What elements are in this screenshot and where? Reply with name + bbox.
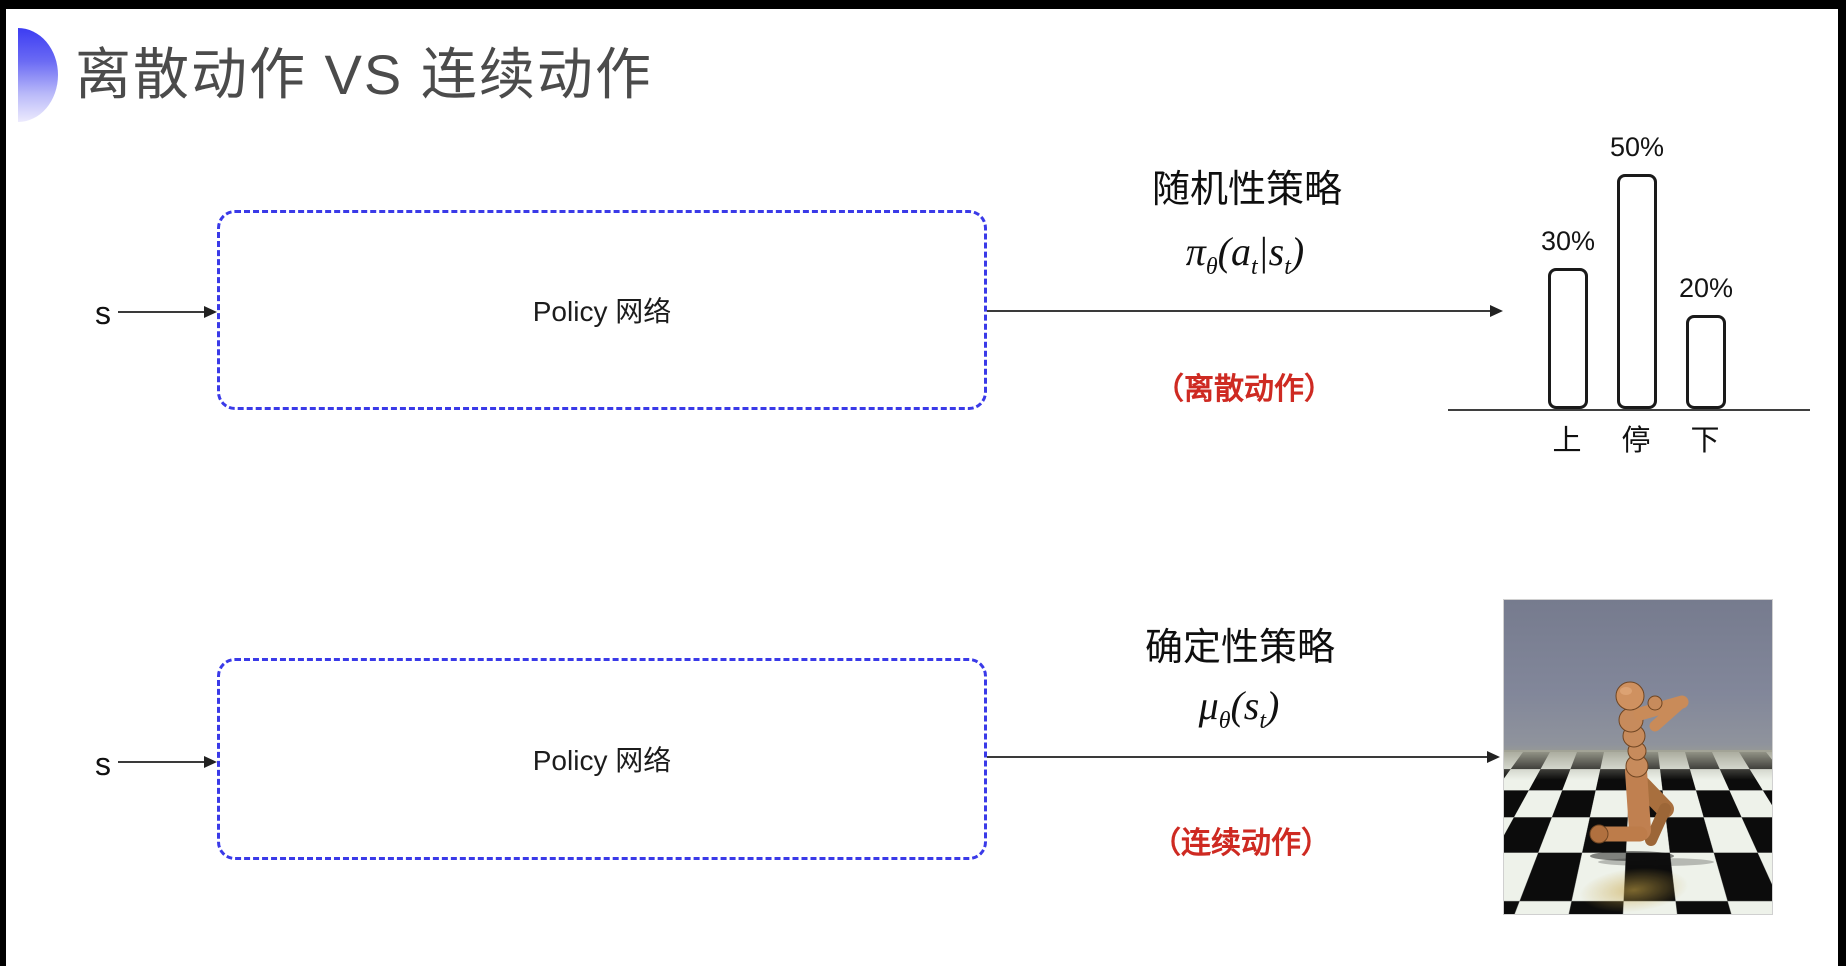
policy-type-bottom: 确定性策略 xyxy=(1144,627,1335,669)
output-arrow-bottom xyxy=(987,751,1500,763)
humanoid-robot xyxy=(1589,681,1714,866)
policy-formula-bottom: μθ(st) xyxy=(1198,683,1280,734)
state-input-label-bottom: s xyxy=(95,746,111,782)
chart-baseline xyxy=(1448,409,1810,411)
probability-bar xyxy=(1686,315,1726,409)
action-note-top: （离散动作） xyxy=(1154,373,1334,406)
state-input-label-top: s xyxy=(95,295,111,331)
output-arrow-top xyxy=(987,305,1503,317)
humanoid-simulation-image xyxy=(1503,599,1773,915)
probability-value-label: 50% xyxy=(1609,132,1665,162)
policy-type-top: 随机性策略 xyxy=(1151,169,1342,211)
policy-network-label-top: Policy 网络 xyxy=(532,296,672,327)
policy-formula-top: πθ(at|st) xyxy=(1185,229,1305,280)
probability-value-label: 20% xyxy=(1678,273,1734,303)
action-category-label: 停 xyxy=(1621,425,1651,457)
input-arrow-bottom xyxy=(118,756,217,768)
probability-bar xyxy=(1548,268,1588,409)
action-note-bottom: （连续动作） xyxy=(1151,827,1331,860)
probability-value-label: 30% xyxy=(1540,226,1596,256)
action-category-label: 上 xyxy=(1552,425,1582,457)
action-category-label: 下 xyxy=(1690,425,1720,457)
action-probability-chart: 30% 上 50% 停 20% 下 xyxy=(1448,100,1812,470)
policy-network-box-bottom: Policy 网络 xyxy=(217,658,987,860)
input-arrow-top xyxy=(118,306,217,318)
probability-bar xyxy=(1617,174,1657,409)
policy-network-box-top: Policy 网络 xyxy=(217,210,987,410)
policy-network-label-bottom: Policy 网络 xyxy=(532,745,672,776)
slide-title: 离散动作 VS 连续动作 xyxy=(75,43,653,106)
